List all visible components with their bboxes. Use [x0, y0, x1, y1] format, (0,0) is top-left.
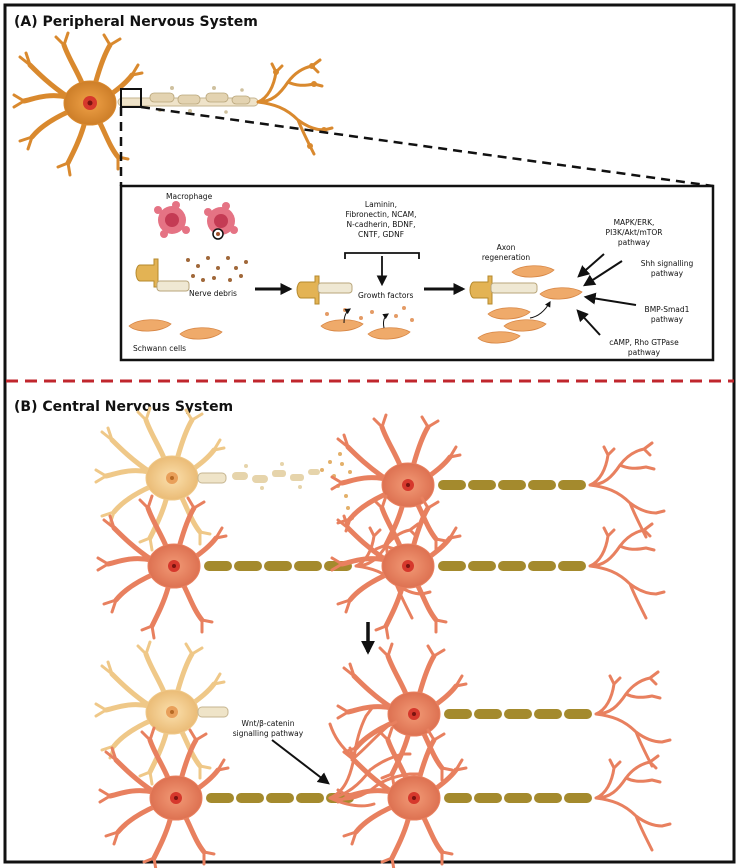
label-pathway-mapk: MAPK/ERK, PI3K/Akt/mTOR pathway — [606, 218, 663, 247]
svg-text:Shh signalling: Shh signalling — [641, 259, 694, 268]
label-pathway-bmp: BMP-Smad1 pathway — [645, 305, 690, 324]
inset-stage-1 — [128, 201, 248, 340]
svg-text:signalling pathway: signalling pathway — [233, 729, 304, 738]
svg-text:pathway: pathway — [651, 269, 684, 278]
panel-a-title: (A) Peripheral Nervous System — [14, 14, 258, 30]
label-wnt: Wnt/β-catenin signalling pathway — [233, 719, 304, 738]
pns-neuron — [14, 33, 714, 188]
cns-injured-neuron-top — [96, 408, 354, 550]
svg-text:Axon: Axon — [497, 243, 516, 252]
svg-text:Fibronectin, NCAM,: Fibronectin, NCAM, — [346, 210, 417, 219]
label-factors: Laminin, Fibronectin, NCAM, N-cadherin, … — [346, 200, 417, 239]
inset-stage-3 — [469, 253, 637, 344]
nerve-debris-dots — [186, 256, 248, 282]
svg-text:Wnt/β-catenin: Wnt/β-catenin — [242, 719, 295, 728]
cns-neuron-mid-left — [98, 496, 432, 638]
label-growth-factors: Growth factors — [358, 291, 414, 300]
cns-injured-neuron-bottom — [96, 642, 229, 784]
label-schwann-cells: Schwann cells — [133, 344, 186, 353]
label-pathway-camp: cAMP, Rho GTPase pathway — [609, 338, 679, 357]
svg-text:PI3K/Akt/mTOR: PI3K/Akt/mTOR — [606, 228, 663, 237]
cns-neuron-bottom-left — [100, 706, 420, 868]
cns-neuron-top-right — [332, 415, 666, 557]
outer-border — [3, 3, 736, 864]
svg-text:pathway: pathway — [651, 315, 684, 324]
svg-text:pathway: pathway — [628, 348, 661, 357]
cns-neuron-bottom-top-right — [338, 644, 672, 786]
svg-text:Laminin,: Laminin, — [365, 200, 397, 209]
svg-text:BMP-Smad1: BMP-Smad1 — [645, 305, 690, 314]
panel-b-title: (B) Central Nervous System — [14, 399, 234, 415]
cns-neuron-bottom-right — [338, 728, 672, 868]
label-axon-regeneration: Axon regeneration — [482, 243, 531, 262]
label-macrophage: Macrophage — [166, 192, 213, 201]
label-pathway-shh: Shh signalling pathway — [641, 259, 694, 278]
svg-text:pathway: pathway — [618, 238, 651, 247]
svg-text:N-cadherin, BDNF,: N-cadherin, BDNF, — [346, 220, 415, 229]
zoom-box — [120, 88, 142, 108]
svg-text:cAMP, Rho GTPase: cAMP, Rho GTPase — [609, 338, 679, 347]
macrophage-1 — [154, 201, 190, 238]
svg-text:MAPK/ERK,: MAPK/ERK, — [614, 218, 655, 227]
svg-text:regeneration: regeneration — [482, 253, 531, 262]
wnt-arrow — [271, 739, 330, 785]
macrophage-2 — [204, 202, 238, 240]
inset-stage-2 — [296, 252, 420, 340]
svg-text:CNTF, GDNF: CNTF, GDNF — [358, 230, 404, 239]
cns-neuron-mid-right — [332, 496, 666, 638]
label-nerve-debris: Nerve debris — [189, 289, 237, 298]
